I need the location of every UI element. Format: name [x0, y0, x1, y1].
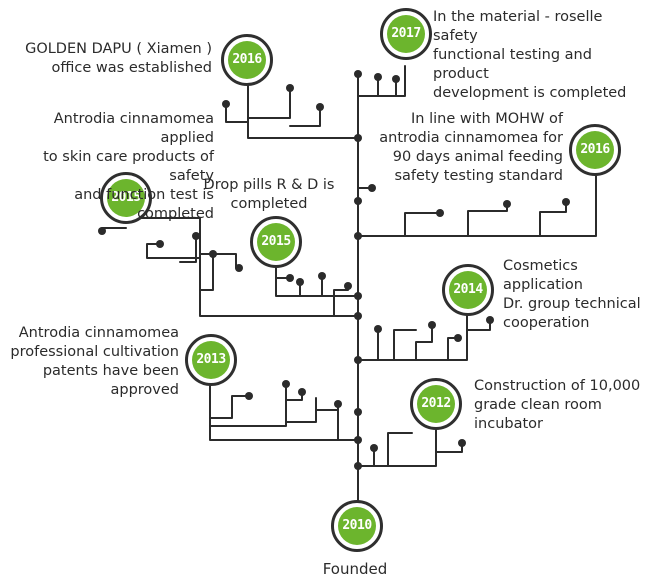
twig-2013-d — [285, 397, 317, 423]
twig-2012-c — [435, 442, 463, 453]
node-dot — [354, 312, 362, 320]
year-badge: 2016 — [221, 34, 273, 86]
root-label: Founded — [322, 560, 388, 578]
twig-2015-a-2 — [146, 243, 201, 259]
twig-2014-b — [393, 329, 417, 361]
year-label: 2012 — [417, 385, 455, 423]
branch-2016-right — [357, 175, 597, 237]
milestone-text: GOLDEN DAPU ( Xiamen ) office was establ… — [25, 41, 212, 76]
year-label: 2013 — [192, 341, 230, 379]
node-dot — [98, 227, 106, 235]
year-badge: 2013 — [185, 334, 237, 386]
year-label: 2010 — [338, 507, 376, 545]
node-dot — [354, 70, 362, 78]
node-dot — [562, 198, 570, 206]
node-dot — [354, 462, 362, 470]
year-label: 2015 — [257, 223, 295, 261]
node-dot — [318, 272, 326, 280]
year-label: 2016 — [228, 41, 266, 79]
year-badge: 2015 — [250, 216, 302, 268]
node-dot — [354, 356, 362, 364]
node-dot — [503, 200, 511, 208]
branch-2016-left — [247, 61, 359, 139]
root-year-badge: 2010 — [331, 500, 383, 552]
node-dot — [428, 321, 436, 329]
twig-2015-b-4 — [333, 285, 349, 317]
milestone-text: Cosmetics application Dr. group technica… — [503, 258, 641, 331]
twig-2015-a-3 — [199, 253, 214, 291]
node-dot — [156, 240, 164, 248]
node-dot — [354, 197, 362, 205]
node-dot — [354, 436, 362, 444]
node-dot — [298, 388, 306, 396]
node-dot — [334, 400, 342, 408]
year-badge: 2017 — [380, 8, 432, 60]
twig-2016-left-c — [289, 106, 321, 127]
node-dot — [235, 264, 243, 272]
node-dot — [222, 100, 230, 108]
node-dot — [374, 325, 382, 333]
node-dot — [286, 274, 294, 282]
twig-2016-right-d — [539, 201, 567, 237]
node-dot — [368, 184, 376, 192]
node-dot — [436, 209, 444, 217]
node-dot — [286, 84, 294, 92]
year-label: 2015 — [107, 179, 145, 217]
node-dot — [454, 334, 462, 342]
twig-2015-a-5 — [179, 235, 197, 263]
twig-2016-right-c — [467, 203, 508, 237]
branch-2015-a — [125, 209, 359, 317]
milestone-text: Construction of 10,000 grade clean room … — [474, 378, 641, 432]
node-dot — [354, 292, 362, 300]
year-badge: 2016 — [569, 124, 621, 176]
node-dot — [344, 282, 352, 290]
twig-2013-a — [209, 395, 250, 419]
twig-2016-right-a — [357, 187, 373, 193]
node-dot — [354, 232, 362, 240]
year-badge: 2014 — [442, 264, 494, 316]
branch-2015-b — [275, 265, 359, 297]
twig-2012-b — [387, 432, 413, 467]
milestone-text: In line with MOHW of antrodia cinnamomea… — [379, 111, 563, 184]
node-dot — [316, 103, 324, 111]
year-label: 2014 — [449, 271, 487, 309]
twig-2016-right-b — [404, 212, 441, 237]
node-dot — [486, 316, 494, 324]
node-dot — [354, 408, 362, 416]
year-label: 2016 — [576, 131, 614, 169]
milestone-text: In the material - roselle safety functio… — [433, 9, 627, 101]
twig-2015-a-4 — [199, 253, 240, 269]
twig-2013-b — [209, 383, 287, 427]
year-badge: 2012 — [410, 378, 462, 430]
node-dot — [374, 73, 382, 81]
year-label: 2017 — [387, 15, 425, 53]
year-badge: 2015 — [100, 172, 152, 224]
node-dot — [282, 380, 290, 388]
node-dot — [458, 439, 466, 447]
node-dot — [192, 232, 200, 240]
branch-2013 — [209, 377, 359, 441]
twig-2016-left-a — [225, 103, 249, 123]
twig-2016-left-b — [247, 87, 291, 119]
node-dot — [354, 134, 362, 142]
node-dot — [370, 444, 378, 452]
twig-2014-c — [415, 324, 433, 361]
milestone-text: Drop pills R & D is completed — [203, 177, 335, 212]
node-dot — [209, 250, 217, 258]
node-dot — [245, 392, 253, 400]
milestone-text: Antrodia cinnamomea applied to skin care… — [43, 111, 214, 222]
branch-2017 — [357, 65, 406, 97]
node-dot — [392, 75, 400, 83]
milestone-text: Antrodia cinnamomea professional cultiva… — [10, 325, 179, 398]
node-dot — [296, 278, 304, 286]
branch-2012 — [357, 427, 437, 467]
